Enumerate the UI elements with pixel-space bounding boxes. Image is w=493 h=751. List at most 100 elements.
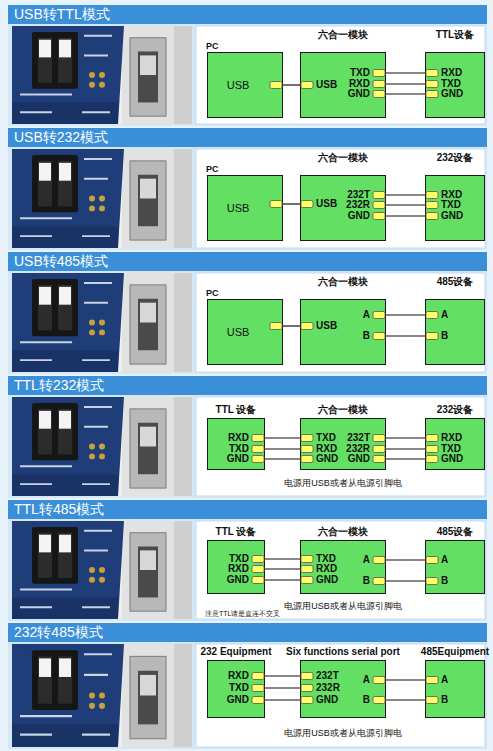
wire	[386, 314, 425, 315]
wire	[386, 448, 425, 449]
device-box: 六合一模块	[300, 299, 386, 365]
box-heading: 六合一模块	[318, 152, 368, 164]
note-text: 电源用USB或者从电源引脚电	[284, 727, 402, 739]
terminal-pad	[270, 201, 282, 208]
box-heading: 232设备	[437, 152, 474, 164]
box-heading: 232设备	[437, 404, 474, 416]
terminal-pad	[426, 456, 438, 463]
terminal-pad	[301, 697, 313, 704]
device-box: PCUSB	[207, 175, 283, 241]
device-box: TTL设备	[425, 52, 485, 118]
terminal-pad	[373, 213, 385, 220]
device-box: 六合一模块	[300, 540, 386, 594]
wire	[283, 325, 300, 326]
section-body	[8, 147, 487, 250]
board-photo	[12, 397, 192, 496]
terminal-pad	[252, 435, 264, 442]
terminal-pad	[373, 312, 385, 319]
mode-section: 232转485模式232 EquipmentSix functions seri…	[8, 623, 487, 749]
box-heading: PC	[206, 40, 219, 52]
diagram-panel	[196, 149, 485, 248]
box-heading: TTL 设备	[216, 526, 257, 538]
mode-section: USB转485模式PCUSB六合一模块485设备	[8, 252, 487, 374]
wire	[265, 458, 300, 459]
terminal-pad	[252, 673, 264, 680]
box-heading: 485设备	[437, 526, 474, 538]
device-box: 232设备	[425, 418, 485, 470]
terminal-pad	[426, 677, 438, 684]
terminal-pad	[252, 456, 264, 463]
section-body	[8, 395, 487, 498]
terminal-pad	[252, 685, 264, 692]
wire	[265, 687, 300, 688]
section-title: TTL转232模式	[8, 376, 104, 395]
section-title: TTL转485模式	[8, 500, 104, 519]
wire	[265, 579, 300, 580]
terminal-pad	[301, 556, 313, 563]
terminal-pad	[373, 456, 385, 463]
terminal-pad	[252, 577, 264, 584]
terminal-pad	[426, 578, 438, 585]
device-box: 232 Equipment	[207, 660, 265, 718]
mode-section: TTL转232模式TTL 设备六合一模块232设备	[8, 376, 487, 498]
terminal-pad	[270, 323, 282, 330]
terminal-pad	[301, 566, 313, 573]
mode-section: TTL转485模式 TTL 设备六合一模块 485设备	[8, 500, 487, 621]
box-heading: 232 Equipment	[200, 646, 271, 658]
section-body	[8, 271, 487, 374]
section-body	[8, 519, 487, 621]
terminal-pad	[301, 685, 313, 692]
terminal-pad	[252, 697, 264, 704]
terminal-pad	[373, 81, 385, 88]
terminal-pad	[270, 82, 282, 89]
box-heading: Six functions serial port	[286, 646, 400, 658]
terminal-pad	[426, 202, 438, 209]
device-box: 六合一模块	[300, 418, 386, 470]
terminal-pad	[426, 333, 438, 340]
device-box: 六合一模块	[300, 175, 386, 241]
terminal-pad	[373, 697, 385, 704]
box-text: USB	[208, 326, 268, 339]
device-box: 485设备	[425, 299, 485, 365]
wire	[265, 699, 300, 700]
terminal-pad	[426, 312, 438, 319]
terminal-pad	[426, 697, 438, 704]
section-band	[8, 5, 487, 24]
terminal-pad	[301, 446, 313, 453]
section-body	[8, 642, 487, 749]
box-heading: 六合一模块	[318, 276, 368, 288]
wire	[386, 194, 425, 195]
terminal-pad	[426, 192, 438, 199]
terminal-pad	[301, 456, 313, 463]
device-box: 485设备	[425, 540, 485, 594]
board-photo	[12, 644, 192, 747]
device-box: 六合一模块	[300, 52, 386, 118]
section-band	[8, 252, 487, 271]
terminal-pad	[301, 577, 313, 584]
wire	[386, 679, 425, 680]
box-heading: 485设备	[437, 276, 474, 288]
wire	[386, 83, 425, 84]
terminal-pad	[426, 81, 438, 88]
wire	[265, 568, 300, 569]
box-heading: PC	[206, 163, 219, 175]
terminal-pad	[252, 446, 264, 453]
wire	[265, 437, 300, 438]
wire	[265, 448, 300, 449]
wire	[265, 675, 300, 676]
section-title: USB转TTL模式	[8, 5, 110, 24]
box-text: USB	[208, 79, 268, 92]
note-text: 电源用USB或者从电源引脚电	[284, 477, 402, 489]
section-body	[8, 24, 487, 126]
wire	[386, 458, 425, 459]
wire	[386, 335, 425, 336]
box-heading: TTL 设备	[216, 404, 257, 416]
terminal-pad	[373, 557, 385, 564]
wire	[386, 580, 425, 581]
terminal-pad	[373, 578, 385, 585]
terminal-pad	[373, 333, 385, 340]
terminal-pad	[373, 202, 385, 209]
box-heading: 六合一模块	[318, 404, 368, 416]
